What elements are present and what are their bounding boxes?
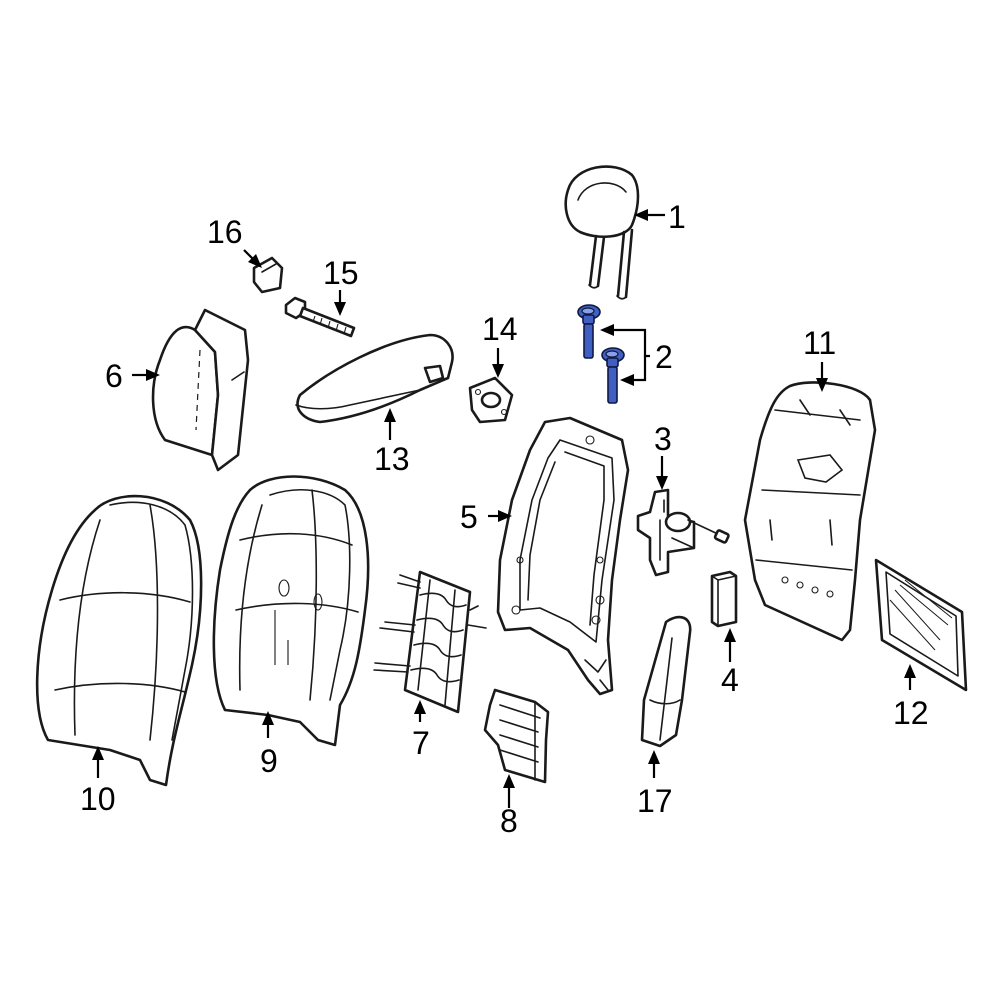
callout-4: 4 <box>721 662 739 698</box>
callout-9: 9 <box>260 743 278 779</box>
part-4-cover <box>710 570 738 628</box>
part-14-bracket <box>468 376 514 424</box>
callout-6: 6 <box>105 358 123 394</box>
part-15-bolt <box>284 296 356 338</box>
callout-10: 10 <box>80 781 116 817</box>
part-10-seat-back-cover <box>35 494 203 787</box>
callout-7: 7 <box>412 725 430 761</box>
part-5-seat-back-frame <box>496 416 630 696</box>
part-11-back-panel <box>743 381 877 642</box>
callout-12: 12 <box>893 695 929 731</box>
callout-11: 11 <box>803 325 836 361</box>
part-12-map-pocket <box>874 558 968 692</box>
callout-1: 1 <box>668 199 686 235</box>
part-13-armrest <box>295 333 454 424</box>
callout-labels: 1 2 3 4 5 6 7 8 9 10 11 12 13 14 15 16 1… <box>80 199 929 839</box>
callout-15: 15 <box>323 255 359 291</box>
callout-16: 16 <box>207 214 243 250</box>
part-2-headrest-guides <box>577 304 625 404</box>
callout-17: 17 <box>637 783 673 819</box>
part-17-side-trim <box>640 615 692 748</box>
callout-3: 3 <box>654 421 672 457</box>
callout-8: 8 <box>500 803 518 839</box>
part-9-seat-back-pad <box>212 475 370 747</box>
part-1-headrest <box>564 165 640 300</box>
callout-5: 5 <box>460 499 478 535</box>
part-8-module <box>483 688 550 784</box>
leader-lines <box>92 209 916 808</box>
callout-2: 2 <box>655 339 673 375</box>
part-3-lumbar-motor <box>636 488 730 577</box>
callout-14: 14 <box>482 311 518 347</box>
part-6-side-bolster <box>151 308 250 472</box>
callout-13: 13 <box>374 441 410 477</box>
part-7-lumbar-mat <box>373 570 487 714</box>
